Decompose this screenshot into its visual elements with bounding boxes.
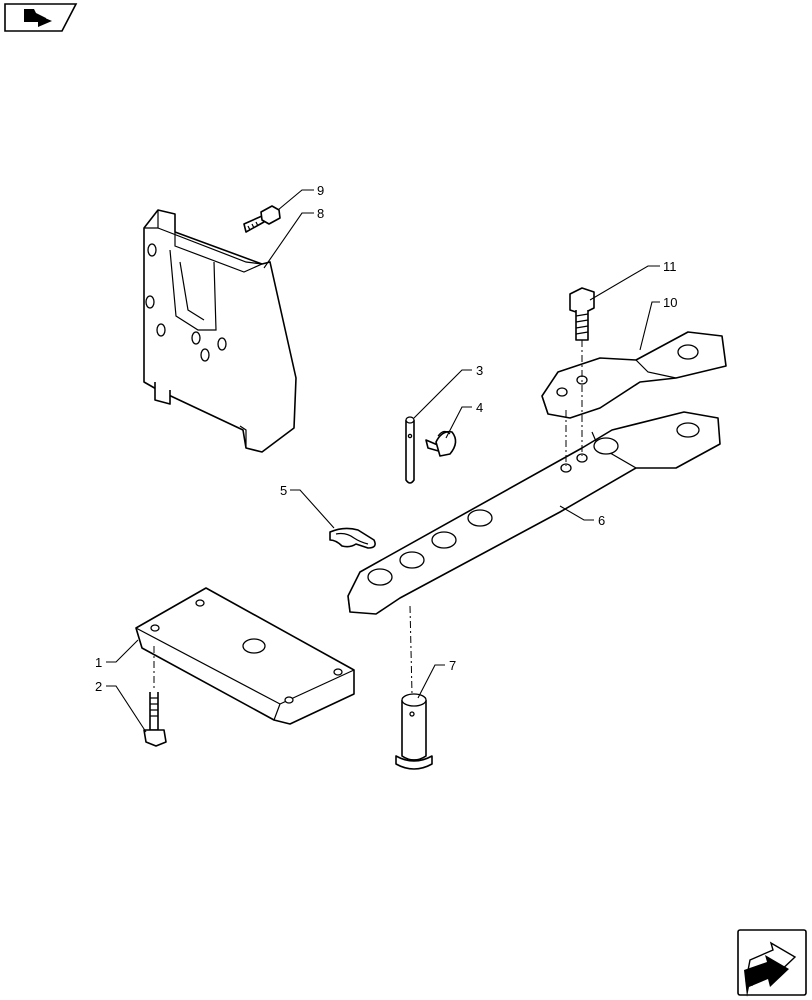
callout-2: 2 (95, 679, 102, 694)
part-8-bracket (143, 209, 297, 453)
alignment-lines (153, 340, 583, 695)
part-7-pin (395, 693, 433, 770)
callout-10: 10 (663, 295, 677, 310)
part-5-r-clip (329, 527, 376, 549)
leader-lines (106, 189, 660, 733)
next-page-arrow-icon[interactable] (737, 929, 807, 997)
part-1-plate (135, 587, 355, 725)
callout-1: 1 (95, 655, 102, 670)
part-11-bolt (569, 287, 595, 341)
callout-3: 3 (476, 363, 483, 378)
callout-7: 7 (449, 658, 456, 673)
callout-6: 6 (598, 513, 605, 528)
book-arrow-icon[interactable] (4, 3, 78, 32)
part-9-bolt (243, 205, 281, 233)
part-6-drawbar (347, 411, 721, 615)
callouts: 9 8 11 10 3 4 5 6 7 1 2 (95, 183, 677, 694)
part-10-link (541, 331, 727, 419)
callout-4: 4 (476, 400, 483, 415)
callout-11: 11 (663, 259, 677, 274)
callout-9: 9 (317, 183, 324, 198)
part-4-lynch-pin (425, 430, 457, 457)
callout-8: 8 (317, 206, 324, 221)
part-3-pin (405, 416, 415, 484)
callout-5: 5 (280, 483, 287, 498)
part-2-bolt (143, 692, 167, 747)
